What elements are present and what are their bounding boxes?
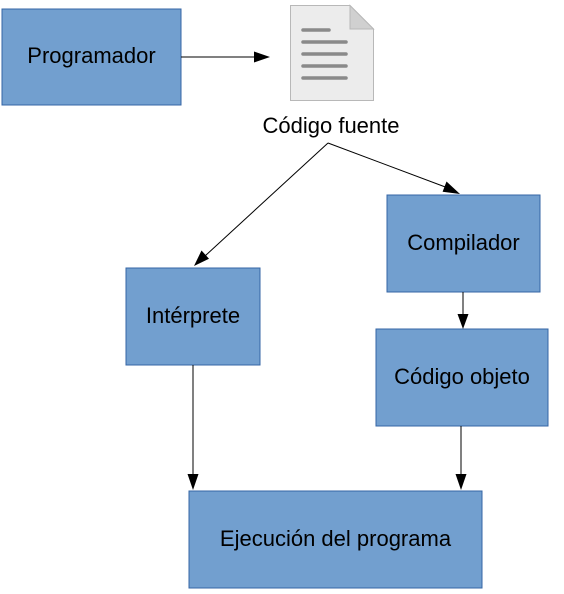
node-compilador-box	[386, 194, 541, 293]
edge-codigo-fuente-to-compilador	[327, 142, 460, 194]
node-compilador-label: Compilador	[407, 230, 520, 255]
arrow-head	[442, 181, 460, 194]
node-programador: Programador	[1, 8, 182, 106]
node-ejecucion: Ejecución del programa	[188, 490, 483, 589]
node-codigo-objeto-label: Código objeto	[394, 364, 530, 389]
edge-line	[327, 142, 449, 189]
document-icon-fold	[349, 4, 375, 30]
node-codigo-objeto-box	[375, 328, 549, 427]
node-ejecucion-box	[188, 490, 483, 589]
edge-codigo-objeto-to-ejecucion	[455, 426, 467, 490]
document-icon	[290, 4, 375, 101]
node-compilador: Compilador	[386, 194, 541, 293]
node-interprete: Intérprete	[125, 267, 261, 366]
node-codigo-fuente-label: Código fuente	[263, 113, 400, 138]
node-programador-box	[1, 8, 182, 106]
node-programador-label: Programador	[27, 43, 155, 68]
node-interprete-label: Intérprete	[146, 303, 240, 328]
node-codigo-objeto: Código objeto	[375, 328, 549, 427]
edge-codigo-fuente-to-interprete	[194, 142, 329, 266]
edge-compilador-to-codigo-objeto	[457, 292, 469, 329]
arrow-head	[457, 314, 469, 329]
node-interprete-box	[125, 267, 261, 366]
edge-interprete-to-ejecucion	[187, 365, 199, 490]
arrow-head	[187, 474, 199, 490]
arrow-head	[455, 474, 467, 490]
arrow-head	[194, 250, 209, 266]
arrow-head	[254, 51, 270, 63]
edge-line	[204, 142, 329, 257]
node-ejecucion-label: Ejecución del programa	[220, 526, 452, 551]
edge-programador-to-codigo-fuente	[181, 51, 270, 63]
